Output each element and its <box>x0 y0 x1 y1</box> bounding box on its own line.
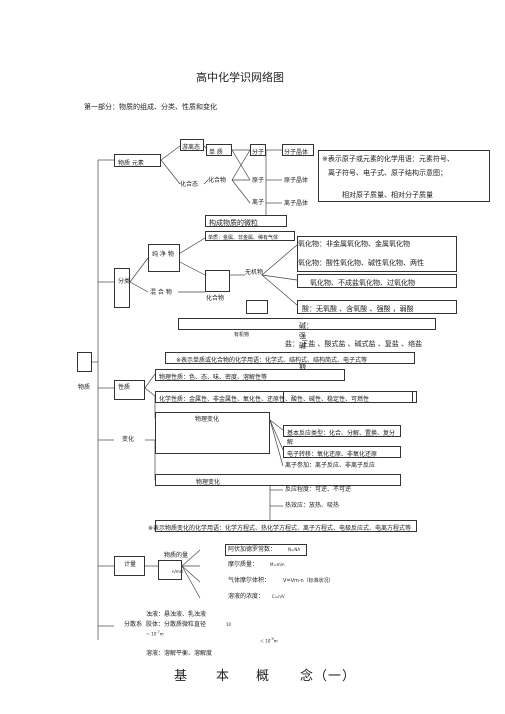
avogadro-label: 阿伏加德罗常数： <box>228 546 277 553</box>
compound-box <box>205 270 230 292</box>
measurement-box <box>114 556 145 576</box>
concentration-value: C=n/V <box>272 594 285 599</box>
notation-line-3: 相对原子质量、相对分子质量 <box>342 191 433 199</box>
organic-label: 有机物 <box>234 332 250 338</box>
solution-less: ＜ 10 <box>260 638 271 644</box>
classification-box <box>114 268 130 308</box>
oxide-line-1: 氧化物：非金属氧化物、金属氧化物 <box>298 240 410 248</box>
colloid-exp: -7 <box>156 630 160 634</box>
elementary-substance-box: 单 质 <box>206 144 232 156</box>
molecular-crystal-box: 分子晶体 <box>282 144 314 156</box>
molar-mass-label: 摩尔质量： <box>228 561 259 568</box>
inorganic-label: 无机物 <box>245 269 264 276</box>
avogadro-value: N=NA <box>288 547 301 552</box>
properties-label: 性质 <box>118 384 131 391</box>
properties-box <box>114 380 145 400</box>
salt-line: 盐： 正盐 、酸式盐 、碱式盐 、复盐 、络盐 <box>285 340 423 348</box>
change-label: 变化 <box>122 436 135 443</box>
physical-property-box: 物理性质：色、态、味、密度、溶解性等 <box>155 369 345 381</box>
left-small-box <box>77 352 92 372</box>
mixture-label: 混 合 物 <box>150 289 172 296</box>
compound-label: 化合物 <box>208 177 227 184</box>
oxide-box <box>297 236 457 272</box>
compound-class-label: 化合物 <box>206 295 225 302</box>
elementary-types-box: 单质：金属、非金属、稀有气体 <box>205 231 295 241</box>
physical-change-box-2: 物理变化 <box>155 474 401 486</box>
bottom-heading-2: 本 <box>216 669 231 684</box>
substance-label: 物质 <box>78 384 91 391</box>
base-box: 碱： 强 碱 、 弱 碱 <box>178 318 436 380</box>
change-box <box>155 412 270 454</box>
molecule-box: 分子 <box>250 144 266 156</box>
mol-label: n/mol <box>172 569 184 574</box>
solution-unit: m <box>273 638 278 644</box>
electron-transfer-box: 电子转移：氧化还原、非氧化还原 <box>283 446 401 458</box>
bottom-heading-1: 基 <box>174 669 189 684</box>
acid-box: 酸：无氧酸 、含氧酸 、强酸 ，弱酸 <box>297 300 457 314</box>
reaction-degree-label: 反应程度：可逆、不可逆 <box>285 486 352 493</box>
notation-line-2: 离子符号、电子式、原子结构示意图； <box>328 169 447 177</box>
section-title: 第一部分：物质的组成、分类、性质和变化 <box>84 103 217 111</box>
formula-3-text: ※表示物质变化的化学用语：化学方程式、热化学方程式、离子方程式、电极反应式、电离… <box>148 525 412 532</box>
chemical-property-highlight <box>283 391 413 403</box>
formula-box-3: ※表示物质变化的化学用语：化学方程式、热化学方程式、离子方程式、电极反应式、电离… <box>148 520 417 532</box>
amount-box <box>158 560 182 580</box>
pure-substance-box <box>148 244 180 272</box>
small-box <box>246 300 268 314</box>
concentration-label: 溶液的浓度： <box>228 593 265 600</box>
particles-box: 构成物质的微粒 <box>205 215 287 227</box>
molar-mass-value: M=m/n <box>270 562 285 567</box>
solution-exp: -9 <box>270 637 274 641</box>
combined-state-label: 化合态 <box>180 181 199 188</box>
classification-label: 分类 <box>118 278 131 285</box>
page-title: 高中化学识网络图 <box>196 71 284 84</box>
notation-line-1: ※表示原子或元素的化学用语：元素符号、 <box>322 155 454 163</box>
ion-participation-label: 离子参加：离子反应、非离子反应 <box>285 462 376 469</box>
gas-volume-label: 气体摩尔体积： <box>228 577 271 584</box>
ionic-crystal-label: 离子晶体 <box>284 200 309 207</box>
oxide-line-3: 氧化物、不成盐氧化物、过氧化物 <box>297 274 457 288</box>
solution-label: 溶液：溶解平衡、溶解度 <box>146 650 213 657</box>
avogadro-box <box>225 544 307 556</box>
bottom-heading-3: 概 <box>256 669 271 684</box>
dispersion-label: 分散系 <box>124 621 143 628</box>
colloid-label: 胶体：分散质微粒直径 <box>146 621 207 628</box>
amount-label: 物质的量 <box>164 552 189 559</box>
bottom-heading-4: 念（一） <box>300 669 357 684</box>
suspension-label: 浊液：悬浊液、乳浊液 <box>146 611 207 618</box>
substance-element-box: 物质 元素 <box>114 154 161 167</box>
reaction-type-box: 基本反应类型：化合、分解、置换、复分解 <box>283 425 401 446</box>
atom-label: 原子 <box>252 177 265 184</box>
heat-effect-label: 热效应：放热、吸热 <box>285 502 340 509</box>
notation-box <box>318 150 490 202</box>
solution-range: ＜ 10-9m <box>260 637 278 644</box>
gas-volume-value: V=Vm·n（标准状况） <box>283 578 334 584</box>
ion-label: 离子 <box>252 199 265 206</box>
measurement-label: 计量 <box>124 561 137 568</box>
atomic-crystal-label: 原子晶体 <box>284 177 309 184</box>
oxide-line-2: 氧化物：酸性氧化物、碱性氧化物、两性 <box>298 259 424 267</box>
colloid-range-low: ～ 10-7m <box>146 630 164 637</box>
pure-substance-label: 纯 净 物 <box>152 251 174 258</box>
formula-box-2: ※表示单质或化合物的化学用语：化学式、结构式、结构简式、电子式等 <box>165 352 415 364</box>
colloid-unit: m <box>159 631 164 637</box>
free-state-box: 游离态 <box>180 139 204 151</box>
physical-change-label: 物理变化 <box>195 416 220 423</box>
colloid-value-1: 10 <box>226 622 232 627</box>
colloid-tilde: ～ 10 <box>146 631 157 637</box>
